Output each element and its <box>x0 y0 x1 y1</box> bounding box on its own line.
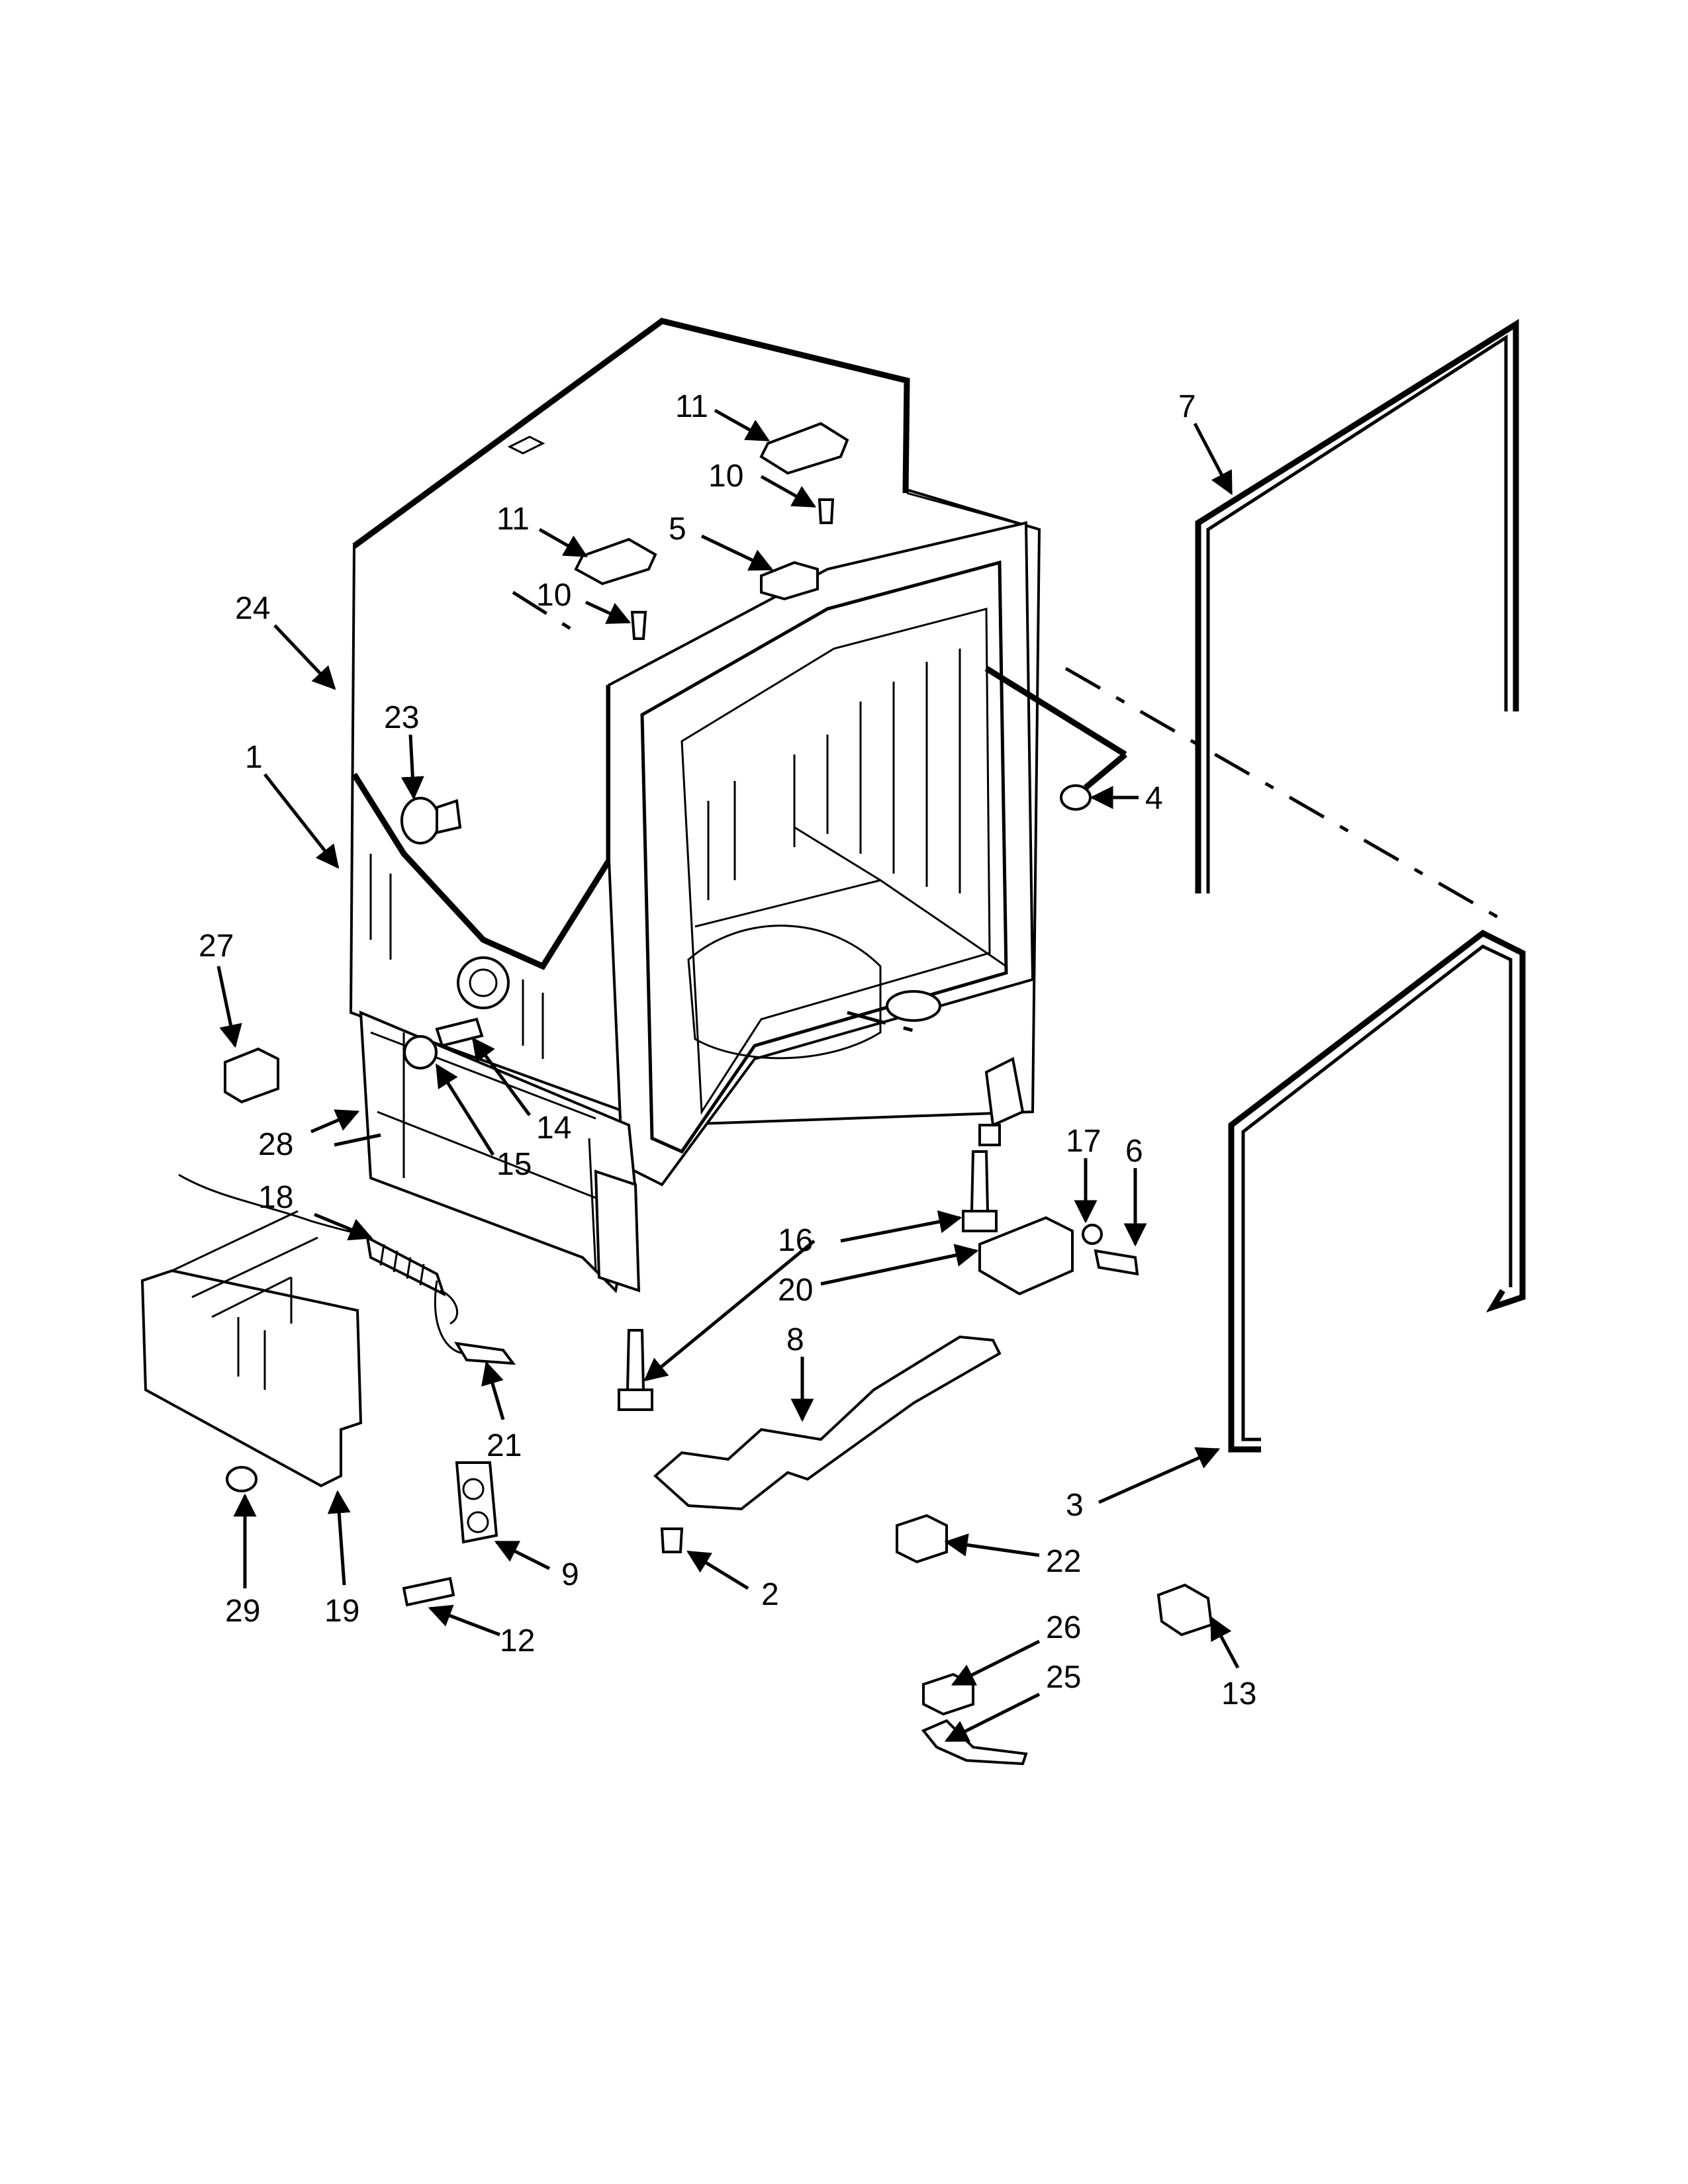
callout-22: 22 <box>1046 1544 1081 1579</box>
callout-11-lower: 11 <box>496 502 530 537</box>
callout-15: 15 <box>496 1147 532 1182</box>
callout-28: 28 <box>258 1127 293 1162</box>
bracket-9 <box>455 1461 498 1544</box>
connector-22 <box>896 1514 948 1564</box>
plug-29 <box>226 1466 258 1492</box>
block-27 <box>224 1047 279 1104</box>
callout-2: 2 <box>761 1577 779 1612</box>
clip-13 <box>1156 1583 1213 1637</box>
plug-4 <box>1060 784 1092 811</box>
screw-10-lower <box>630 611 647 640</box>
callout-19: 19 <box>324 1594 359 1629</box>
callout-26: 26 <box>1046 1610 1081 1645</box>
insulation-19 <box>140 1210 363 1488</box>
link-21 <box>454 1342 516 1365</box>
hinge-bracket-11-upper <box>759 422 849 475</box>
leg-16-lower <box>618 1329 653 1411</box>
washer-15 <box>403 1035 438 1069</box>
kickplate-8 <box>653 1335 1002 1511</box>
screw-14 <box>435 1017 484 1048</box>
callout-8: 8 <box>786 1322 804 1357</box>
screw-10-upper <box>818 498 835 524</box>
leg-16-upper <box>962 1150 998 1232</box>
callout-21: 21 <box>487 1428 522 1463</box>
callout-10-upper: 10 <box>708 459 743 494</box>
callout-16: 16 <box>778 1223 813 1258</box>
callout-6: 6 <box>1125 1134 1143 1169</box>
callout-24: 24 <box>235 591 270 626</box>
bracket-20 <box>978 1216 1074 1296</box>
callout-14: 14 <box>536 1111 571 1146</box>
callout-7: 7 <box>1178 389 1196 424</box>
callout-29: 29 <box>225 1594 260 1629</box>
screw-12 <box>402 1576 455 1607</box>
callout-1: 1 <box>245 740 263 775</box>
callout-labels: 11 10 11 5 10 24 23 1 4 7 27 28 14 15 17… <box>199 389 1256 1711</box>
plug-23 <box>400 797 462 844</box>
leader-arrows <box>216 408 1240 1743</box>
callout-12: 12 <box>500 1623 535 1659</box>
washer-17 <box>1082 1224 1103 1245</box>
tub-assembly <box>349 318 1041 1294</box>
callout-23: 23 <box>384 700 419 735</box>
callout-25: 25 <box>1046 1660 1081 1695</box>
hinge-bracket-11-lower <box>574 537 657 586</box>
door-gasket-7 <box>1195 318 1519 893</box>
screw-6 <box>1094 1249 1139 1276</box>
callout-10-lower: 10 <box>536 578 571 613</box>
callout-18: 18 <box>258 1180 293 1215</box>
screw-2 <box>660 1527 684 1553</box>
callout-4: 4 <box>1145 781 1163 816</box>
callout-9: 9 <box>561 1557 579 1592</box>
callout-27: 27 <box>199 929 234 964</box>
clip-5 <box>760 561 819 601</box>
callout-13: 13 <box>1221 1676 1256 1711</box>
callout-20: 20 <box>778 1273 813 1308</box>
callout-3: 3 <box>1066 1488 1084 1523</box>
lower-seal-3 <box>1228 929 1526 1453</box>
callout-5: 5 <box>669 512 686 547</box>
callout-17: 17 <box>1066 1124 1101 1159</box>
callout-11-upper: 11 <box>675 389 708 424</box>
sensor-26 <box>922 1672 974 1716</box>
